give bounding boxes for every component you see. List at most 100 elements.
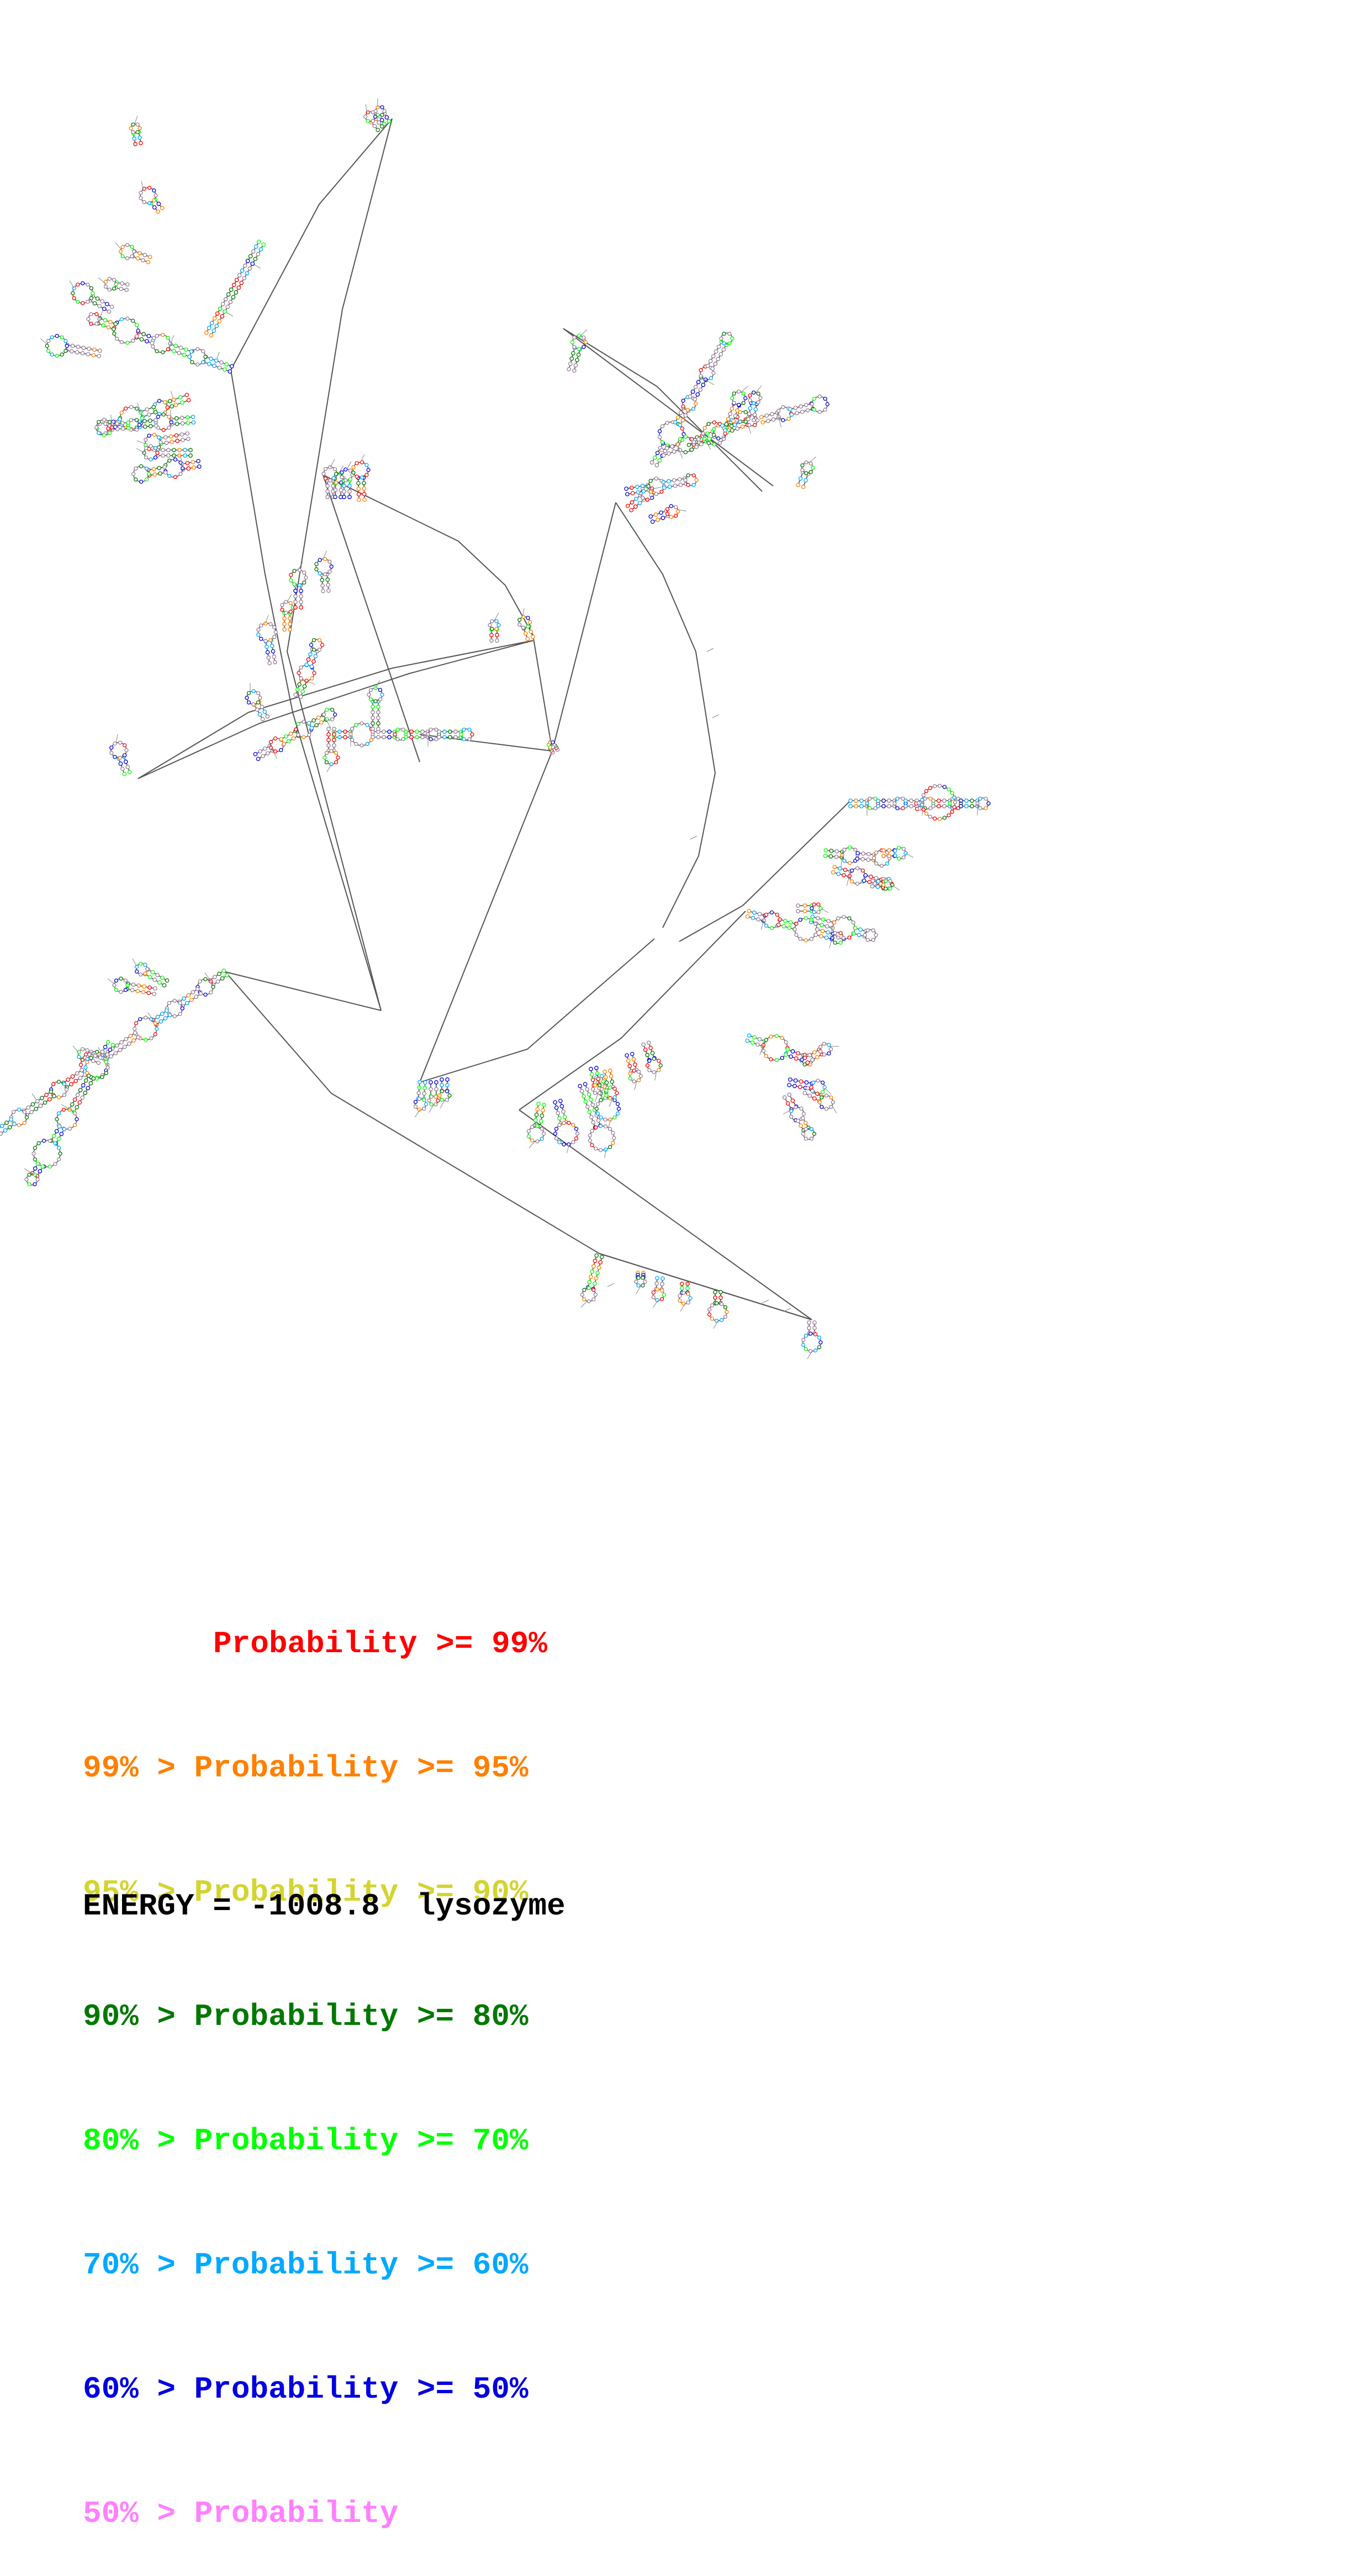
nucleotide [129,126,133,130]
position-tick [690,836,697,839]
nucleotide [572,1141,575,1144]
nucleotide [540,1119,543,1123]
nucleotide [446,1078,449,1081]
nucleotide [304,576,308,579]
nucleotide [812,1081,815,1085]
nucleotide [330,565,333,568]
nucleotide [327,738,330,742]
nucleotide [789,408,792,411]
nucleotide [825,924,828,928]
nucleotide [448,730,452,733]
nucleotide [82,346,85,350]
nucleotide [699,368,702,372]
nucleotide [225,974,229,977]
nucleotide [404,736,408,739]
nucleotide [731,337,734,340]
nucleotide [742,392,745,395]
nucleotide [123,754,126,757]
nucleotide [144,972,147,975]
nucleotide [651,520,654,523]
nucleotide [558,1117,561,1120]
nucleotide [232,283,235,287]
nucleotide [810,907,813,910]
nucleotide [783,1096,786,1099]
nucleotide [167,415,171,419]
nucleotide [81,1048,84,1051]
nucleotide [108,420,112,424]
nucleotide [816,1092,819,1095]
nucleotide [655,1282,658,1285]
nucleotide [856,851,859,855]
nucleotide [298,683,301,686]
nucleotide [313,648,316,652]
nucleotide [299,695,302,699]
backbone-line [420,751,552,1082]
nucleotide [107,325,110,329]
nucleotide [131,130,135,134]
nucleotide [448,1094,451,1097]
nucleotide [813,1132,816,1135]
nucleotide [713,1290,717,1294]
nucleotide [33,1146,36,1150]
nucleotide [790,413,793,416]
nucleotide [803,1091,806,1094]
nucleotide [536,1124,539,1128]
nucleotide [490,620,494,623]
nucleotide [719,352,722,356]
nucleotide [141,258,145,262]
nucleotide [269,746,273,749]
nucleotide [637,1078,641,1082]
nucleotide [81,1096,84,1099]
nucleotide [824,849,827,852]
nucleotide [813,1097,816,1100]
nucleotide [137,984,140,987]
nucleotide [344,468,347,471]
stem-strand [858,853,874,855]
legend-threshold: 60% [473,2247,528,2283]
nucleotide [140,337,143,341]
nucleotide [0,1132,2,1135]
stem-strand [591,1069,594,1086]
nucleotide [806,1086,809,1089]
nucleotide [326,495,329,499]
nucleotide [534,1118,537,1122]
nucleotide [889,887,892,890]
nucleotide [638,501,641,505]
nucleotide [631,491,635,495]
nucleotide [396,738,399,741]
nucleotide [762,1049,765,1052]
nucleotide [910,805,913,808]
nucleotide [326,490,329,493]
nucleotide [65,344,68,347]
nucleotide [795,922,798,925]
nucleotide [380,113,384,117]
nucleotide [572,1123,575,1126]
legend-op: >= [417,1750,454,1786]
nucleotide [708,1313,711,1316]
nucleotide [343,736,347,739]
nucleotide [838,867,842,870]
nucleotide [863,879,866,882]
nucleotide [590,1270,594,1273]
nucleotide [678,478,681,481]
nucleotide [125,749,128,752]
nucleotide [253,752,257,755]
nucleotide [676,443,679,446]
nucleotide [181,438,184,441]
nucleotide [589,1067,593,1071]
nucleotide [654,477,658,480]
nucleotide [833,932,837,935]
nucleotide [66,1078,70,1081]
nucleotide [218,366,221,369]
nucleotide [331,708,334,711]
nucleotide [802,1112,806,1115]
nucleotide [166,347,170,351]
nucleotide [288,622,292,626]
nucleotide [151,345,155,348]
nucleotide [764,1054,768,1057]
backbone-line [323,475,552,751]
nucleotide [118,417,121,421]
cluster-a-arm [87,309,234,373]
nucleotide [165,978,168,982]
nucleotide [188,355,191,358]
